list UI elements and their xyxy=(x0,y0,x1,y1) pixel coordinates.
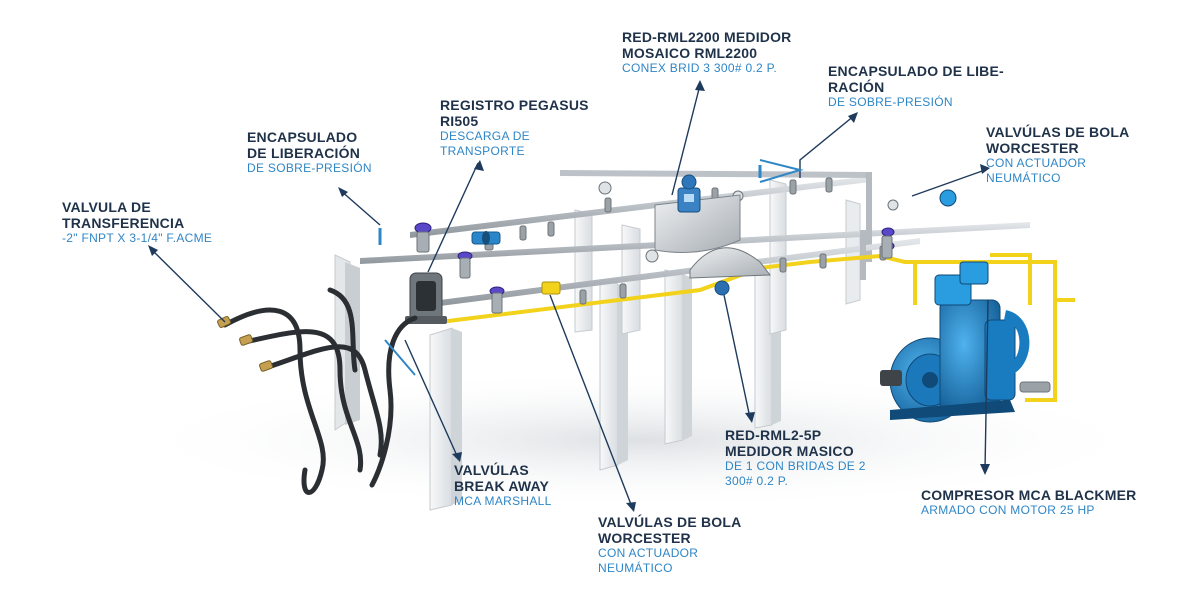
label-title-line: VALVULA DE xyxy=(62,199,151,215)
label-title-line: WORCESTER xyxy=(598,530,691,546)
transfer-hoses xyxy=(222,287,418,495)
label-sub-line: CON ACTUADOR xyxy=(986,156,1087,170)
label-sub-line: MCA MARSHALL xyxy=(454,494,552,508)
pegasus-register xyxy=(405,272,447,324)
label-title-line: MEDIDOR MASICO xyxy=(725,443,854,459)
label-title-line: BREAK AWAY xyxy=(454,478,550,494)
mass-meter-rml2200 xyxy=(654,174,741,253)
label-sub-line: TRANSPORTE xyxy=(440,144,525,158)
label-title-line: WORCESTER xyxy=(986,140,1079,156)
label-title-line: RED-RML2-5P xyxy=(725,427,822,443)
label-title-line: DE LIBERACIÓN xyxy=(247,145,361,161)
relief-vents xyxy=(378,165,762,245)
label-sub-line: ARMADO CON MOTOR 25 HP xyxy=(921,503,1095,517)
mass-meter-rml2 xyxy=(689,247,771,296)
label-title-line: MOSAICO RML2200 xyxy=(622,45,758,61)
strainers xyxy=(471,231,501,245)
label-sub-line: DE SOBRE-PRESIÓN xyxy=(828,95,953,109)
label-sub-line: CONEX BRID 3 300# 0.2 P. xyxy=(622,61,778,75)
label-title-line: ENCAPSULADO DE LIBE- xyxy=(828,63,1004,79)
label-encapsulado-right: ENCAPSULADO DE LIBE-RACIÓN DE SOBRE-PRES… xyxy=(828,63,1004,110)
leader-lines xyxy=(149,84,989,508)
label-sub-line: NEUMÁTICO xyxy=(598,561,673,575)
label-title-line: VALVÚLAS DE BOLA xyxy=(986,124,1130,140)
label-sub-line: DESCARGA DE xyxy=(440,129,530,143)
break-away-device xyxy=(541,281,561,295)
leader-accents xyxy=(384,159,804,376)
label-title-line: COMPRESOR MCA BLACKMER xyxy=(921,487,1137,503)
leader-arrowheads xyxy=(148,80,990,512)
label-title-line: RACIÓN xyxy=(828,79,885,95)
label-compresor: COMPRESOR MCA BLACKMER ARMADO CON MOTOR … xyxy=(921,487,1136,518)
label-sub-line: CON ACTUADOR xyxy=(598,546,699,560)
label-sub-line: 300# 0.2 P. xyxy=(725,474,789,488)
compressor xyxy=(880,189,1051,423)
label-sub-line: NEUMÁTICO xyxy=(986,171,1061,185)
hose-couplings xyxy=(217,315,273,372)
label-sub-line: DE SOBRE-PRESIÓN xyxy=(247,161,372,175)
label-title-line: ENCAPSULADO xyxy=(247,129,358,145)
label-sub-line: -2" FNPT X 3-1/4" F.ACME xyxy=(62,231,213,245)
label-title-line: TRANSFERENCIA xyxy=(62,215,185,231)
label-title-line: VALVÚLAS xyxy=(454,462,529,478)
label-sub-line: DE 1 CON BRIDAS DE 2 xyxy=(725,459,866,473)
label-title-line: REGISTRO PEGASUS xyxy=(440,97,589,113)
label-title-line: VALVÚLAS DE BOLA xyxy=(598,514,742,530)
label-title-line: RED-RML2200 MEDIDOR xyxy=(622,29,792,45)
label-title-line: RI505 xyxy=(440,113,479,129)
